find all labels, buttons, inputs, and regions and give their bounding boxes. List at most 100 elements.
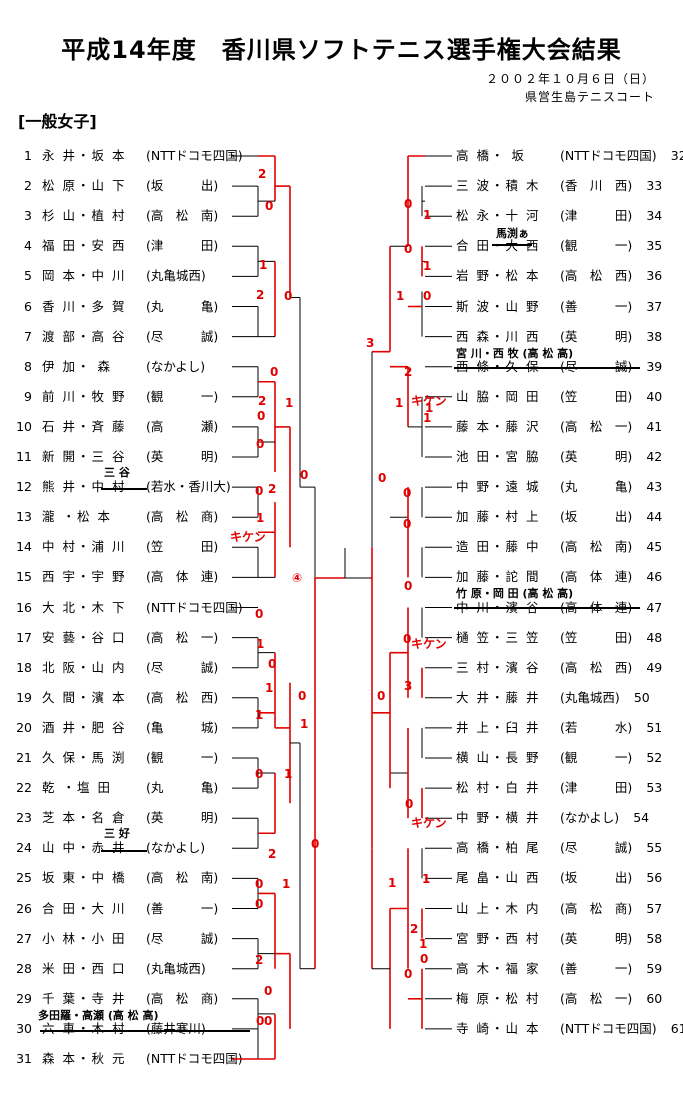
entry-row: 井 上・臼 井(若 水)51 bbox=[456, 718, 662, 738]
entry-number: 48 bbox=[646, 629, 663, 645]
team-name: (尽 誠) bbox=[146, 930, 219, 946]
strike-line-24 bbox=[101, 850, 147, 852]
player-names: 西 森・川 西 bbox=[456, 328, 541, 344]
player-names: 久 保・馬 渕 bbox=[42, 750, 127, 765]
entry-number: 54 bbox=[633, 810, 650, 826]
team-name: (若水・香川大) bbox=[146, 479, 231, 495]
entry-row: 樋 笠・三 笠(笠 田)48 bbox=[456, 628, 662, 648]
player-names: 永 井・坂 本 bbox=[42, 148, 127, 163]
team-name: (高 松 商) bbox=[146, 509, 219, 525]
entry-row: 三 村・濱 谷(高 松 西)49 bbox=[456, 658, 662, 678]
entry-number: 31 bbox=[16, 1051, 32, 1066]
entry-row: 松 永・十 河(津 田)34 bbox=[456, 206, 662, 226]
entry-number: 30 bbox=[16, 1020, 32, 1036]
player-names: 中 野・遠 城 bbox=[456, 479, 541, 495]
player-names: 中 野・横 井 bbox=[456, 810, 541, 826]
player-names: 合 田・大 西 bbox=[456, 238, 541, 254]
player-names: 新 開・三 谷 bbox=[42, 449, 127, 464]
player-names: 松 村・白 井 bbox=[456, 780, 541, 796]
entry-row: 高 橋・柏 尾(尽 誠)55 bbox=[456, 838, 662, 858]
player-names: 安 藝・谷 口 bbox=[42, 629, 127, 645]
entry-number: 15 bbox=[16, 569, 32, 585]
score-left: 0 bbox=[257, 409, 265, 423]
player-names: 大 北・木 下 bbox=[42, 599, 127, 615]
player-names: 山 脇・岡 田 bbox=[456, 388, 541, 404]
score-right: 1 bbox=[425, 401, 433, 415]
final-marker: ④ bbox=[292, 571, 302, 585]
kiken-label: キケン bbox=[230, 530, 266, 544]
player-names: 加 藤・詑 間 bbox=[456, 569, 541, 585]
entry-number: 55 bbox=[646, 840, 663, 856]
entry-number: 60 bbox=[646, 990, 663, 1006]
team-name: (英 明) bbox=[560, 328, 633, 344]
score-left: 0 bbox=[298, 689, 306, 703]
score-right: 0 bbox=[404, 967, 412, 981]
team-name: (尽 誠) bbox=[560, 840, 633, 856]
entry-number: 61 bbox=[670, 1020, 683, 1036]
player-names: 井 上・臼 井 bbox=[456, 719, 541, 735]
team-name: (観 一) bbox=[560, 750, 633, 765]
player-names: 森 本・秋 元 bbox=[42, 1051, 127, 1066]
player-names: 福 田・安 西 bbox=[42, 238, 127, 254]
strike-line-47 bbox=[454, 607, 640, 609]
entry-number: 3 bbox=[24, 208, 32, 224]
entry-number: 25 bbox=[16, 870, 32, 886]
entry-row: 31 森 本・秋 元 (NTTドコモ四国) bbox=[10, 1049, 243, 1069]
team-name: (高 松 西) bbox=[560, 659, 633, 675]
score-left: 0 bbox=[264, 984, 272, 998]
entry-number: 27 bbox=[16, 930, 32, 946]
player-names: 米 田・西 口 bbox=[42, 960, 127, 976]
team-name: (高 松 西) bbox=[146, 689, 219, 705]
player-names: 乾 ・塩 田 bbox=[42, 780, 112, 796]
score-left: 1 bbox=[285, 396, 293, 410]
team-name: (NTTドコモ四国) bbox=[146, 1051, 243, 1066]
team-name: (尽 誠) bbox=[146, 328, 219, 344]
team-name: (津 田) bbox=[146, 238, 219, 254]
team-name: (NTTドコモ四国) bbox=[146, 599, 243, 615]
entry-number: 28 bbox=[16, 960, 32, 976]
player-names: 芝 本・名 倉 bbox=[42, 810, 127, 826]
entry-row: 加 藤・詑 間(高 体 連)46 bbox=[456, 567, 662, 587]
player-names: 高 橋・ 坂 bbox=[456, 148, 526, 163]
score-left: 0 bbox=[268, 657, 276, 671]
score-left: 0 bbox=[265, 199, 273, 213]
entry-number: 35 bbox=[646, 238, 663, 254]
entry-row: 中 野・横 井(なかよし)54 bbox=[456, 808, 649, 828]
entry-number: 26 bbox=[16, 900, 32, 916]
entry-number: 10 bbox=[16, 418, 32, 434]
team-name: (高 松 商) bbox=[560, 900, 633, 916]
entry-number: 58 bbox=[646, 930, 663, 946]
team-name: (なかよし) bbox=[146, 840, 206, 856]
team-name: (尽 誠) bbox=[146, 659, 219, 675]
score-left: 0 bbox=[255, 877, 263, 891]
player-names: 西 宇・宇 野 bbox=[42, 569, 127, 585]
score-left: 0 bbox=[255, 767, 263, 781]
entry-number: 14 bbox=[16, 539, 32, 555]
player-names: 久 間・濱 本 bbox=[42, 689, 127, 705]
entry-number: 59 bbox=[646, 960, 663, 976]
team-name: (高 松 南) bbox=[560, 539, 633, 555]
score-right: 3 bbox=[404, 679, 412, 693]
player-names: 梅 原・松 村 bbox=[456, 990, 541, 1006]
team-name: (笠 田) bbox=[560, 629, 633, 645]
player-names: 熊 井・中 村 bbox=[42, 479, 127, 495]
page-title: 平成14年度 香川県ソフトテニス選手権大会結果 bbox=[61, 36, 622, 64]
score-right: 1 bbox=[395, 396, 403, 410]
entry-number: 56 bbox=[646, 870, 663, 886]
score-right: 1 bbox=[423, 208, 431, 222]
strike-line-39 bbox=[454, 367, 640, 369]
team-name: (亀 城) bbox=[146, 719, 219, 735]
player-names: 三 波・積 木 bbox=[456, 178, 541, 194]
entry-number: 39 bbox=[646, 358, 663, 374]
score-left: 2 bbox=[256, 288, 264, 302]
score-left: 0 bbox=[284, 289, 292, 303]
player-names: 岩 野・松 本 bbox=[456, 268, 541, 284]
team-name: (津 田) bbox=[560, 780, 633, 796]
